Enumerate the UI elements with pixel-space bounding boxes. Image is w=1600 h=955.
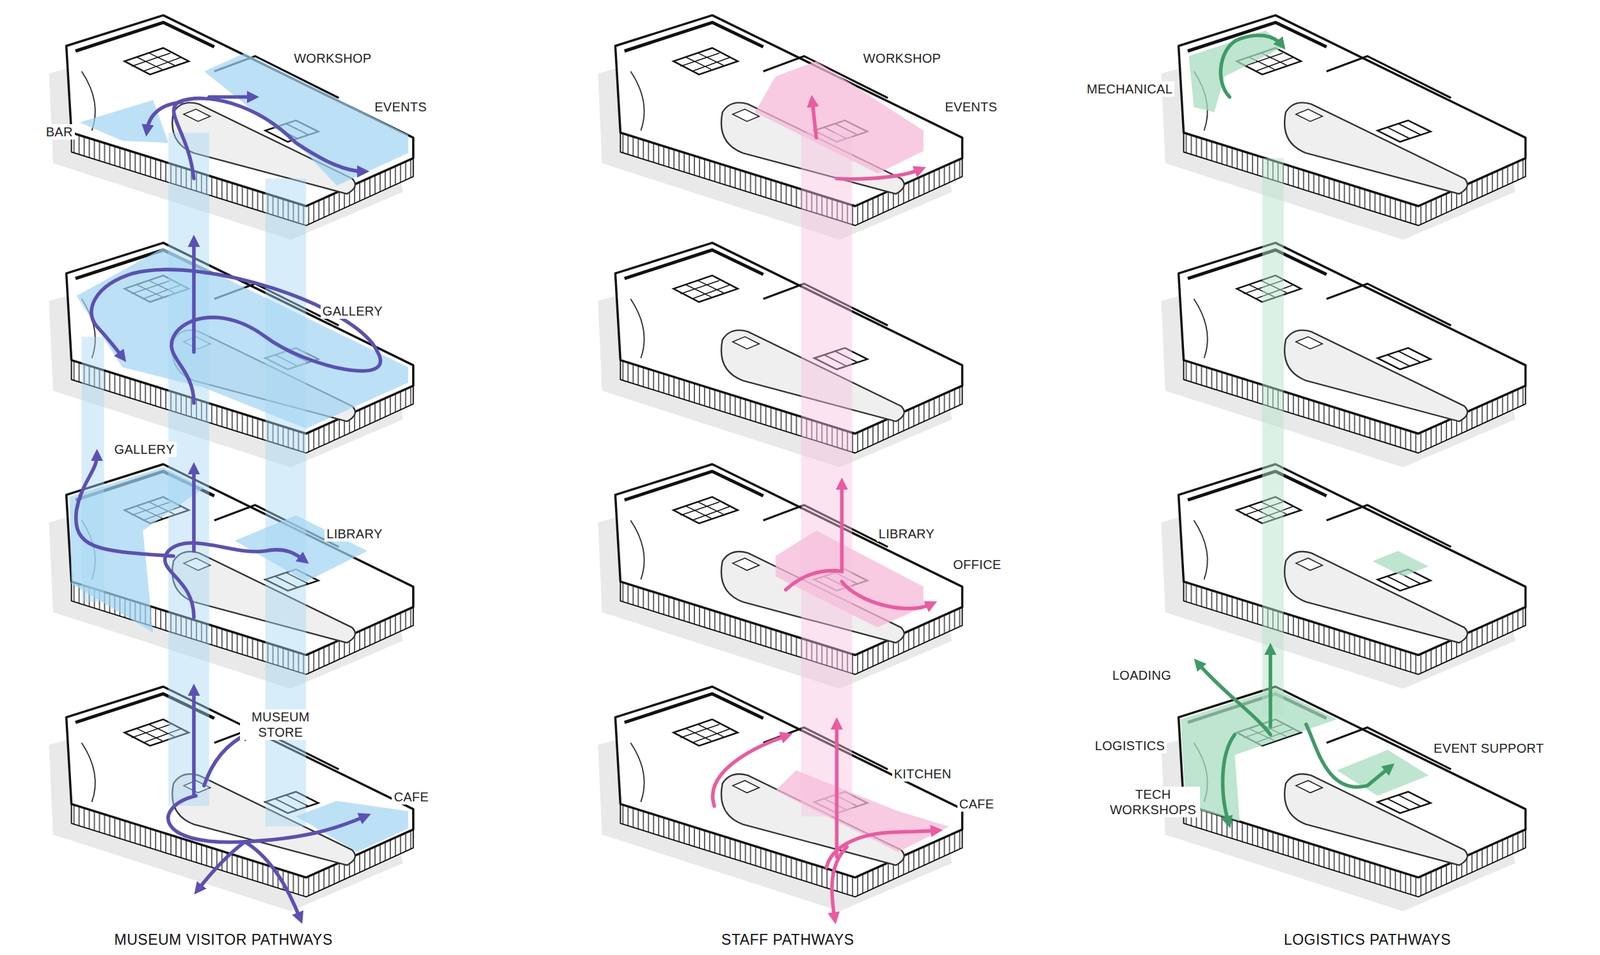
zone-label: LIBRARY xyxy=(324,526,384,542)
zone-fill xyxy=(79,99,169,143)
visitor-column xyxy=(49,15,414,919)
flow-arrow xyxy=(785,483,843,591)
staff-column xyxy=(597,15,962,919)
flow-arrow xyxy=(165,542,304,617)
flow-arrow xyxy=(147,101,182,131)
zone-label: LOADING xyxy=(1110,667,1174,683)
zone-label: OFFICE xyxy=(951,556,1003,573)
flow-arrow xyxy=(192,240,196,352)
column-title: LOGISTICS PATHWAYS xyxy=(1281,931,1453,950)
zone-fill xyxy=(76,247,409,429)
zone-label: MECHANICAL xyxy=(1084,81,1175,97)
floor-plate xyxy=(49,686,414,912)
flow-arrow xyxy=(91,269,381,403)
vertical-link xyxy=(801,132,853,816)
floor-plate xyxy=(1160,242,1526,468)
zone-fill xyxy=(1180,688,1337,822)
zone-label: CAFE xyxy=(957,796,997,812)
flow-arrow xyxy=(197,841,245,890)
column-title: STAFF PATHWAYS xyxy=(719,931,857,950)
zone-fill xyxy=(1188,30,1286,113)
flow-arrow xyxy=(245,841,301,919)
flow-arrow xyxy=(836,169,921,180)
floor-plate xyxy=(49,15,414,240)
floor-plate xyxy=(597,464,962,689)
zone-label: BAR xyxy=(44,124,75,140)
zone-label: WORKSHOP xyxy=(861,50,943,66)
flow-arrow xyxy=(841,581,932,609)
floor-plate xyxy=(1160,686,1526,912)
logistics-column xyxy=(1160,15,1526,912)
zone-fill xyxy=(295,800,408,852)
zone-label: LOGISTICS xyxy=(1093,737,1167,754)
zone-label: TECH WORKSHOPS xyxy=(1106,786,1200,818)
zone-label: EVENT SUPPORT xyxy=(1431,740,1546,756)
floor-plate xyxy=(597,242,962,468)
flow-arrow xyxy=(826,830,937,868)
floor-plate xyxy=(597,686,962,912)
zone-label: GALLERY xyxy=(112,441,177,457)
flow-arrow xyxy=(192,468,196,552)
flow-arrow xyxy=(192,689,196,797)
flow-arrow xyxy=(1220,35,1282,97)
zone-label: CAFE xyxy=(391,789,431,805)
floor-plate xyxy=(1160,15,1526,240)
vertical-link xyxy=(168,132,210,806)
zone-label: MUSEUM STORE xyxy=(240,709,321,740)
flow-arrow xyxy=(76,455,174,557)
flow-arrow xyxy=(204,733,249,786)
zone-label: EVENTS xyxy=(942,99,1000,115)
flow-arrow xyxy=(1198,663,1271,735)
zone-fill xyxy=(1372,551,1429,577)
flow-arrow xyxy=(1306,724,1391,788)
flow-arrow xyxy=(835,723,840,857)
flow-arrow xyxy=(1223,734,1236,823)
visitor-arrows xyxy=(76,96,381,918)
zone-label: GALLERY xyxy=(320,303,385,319)
zone-label: EVENTS xyxy=(372,99,429,115)
zone-label: WORKSHOP xyxy=(291,50,374,66)
zone-label: LIBRARY xyxy=(876,526,937,542)
floor-plate xyxy=(1160,464,1526,689)
flow-arrow xyxy=(812,101,816,138)
vertical-link xyxy=(1262,158,1284,715)
logistics-arrows xyxy=(1198,35,1391,823)
flow-arrow xyxy=(712,735,788,806)
flow-arrow xyxy=(173,98,363,179)
flow-arrow xyxy=(168,795,366,842)
zone-label: KITCHEN xyxy=(892,766,954,782)
flow-arrow xyxy=(1268,648,1273,727)
floor-plate xyxy=(597,15,962,240)
flow-arrow xyxy=(832,846,847,919)
zone-fill xyxy=(204,53,409,186)
flow-arrow xyxy=(209,95,254,100)
staff-arrows xyxy=(712,101,937,919)
column-title: MUSEUM VISITOR PATHWAYS xyxy=(112,931,335,950)
